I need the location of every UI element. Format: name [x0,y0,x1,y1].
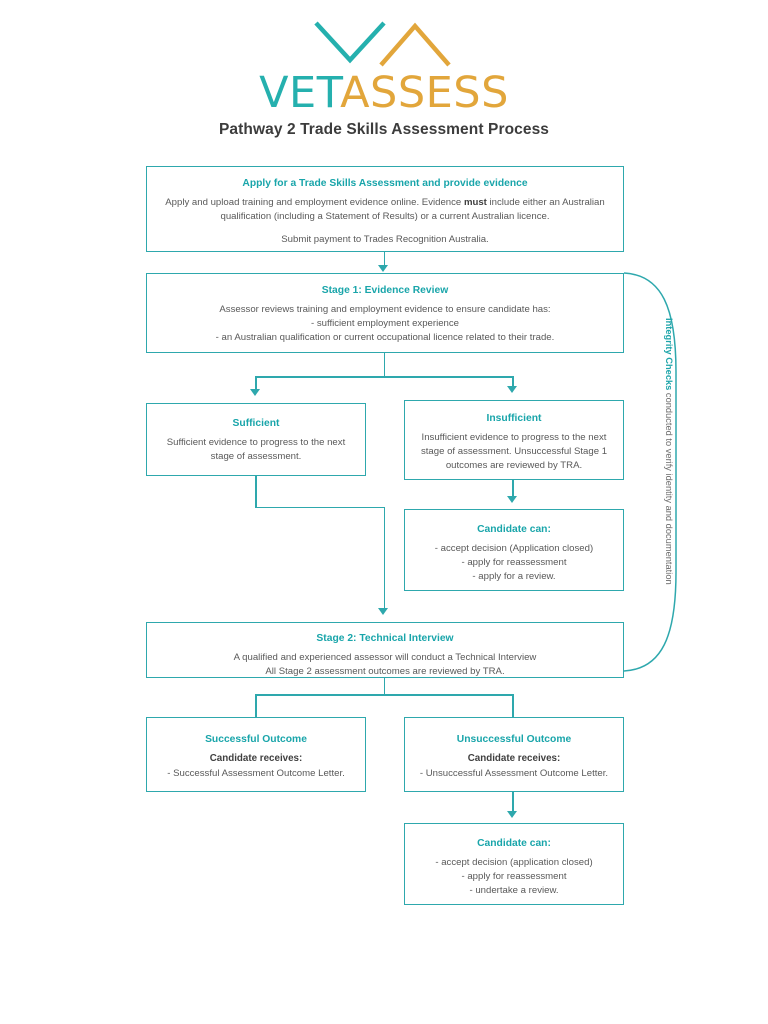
connector-insufficient-down [512,480,514,497]
node-body: - Unsuccessful Assessment Outcome Letter… [419,768,609,780]
node-body: - accept decision (application closed) -… [415,856,613,898]
node-heading: Unsuccessful Outcome [456,734,572,745]
node-insufficient[interactable]: Insufficient Insufficient evidence to pr… [404,400,624,480]
integrity-checks-bracket [623,272,677,672]
node-heading: Successful Outcome [205,734,307,745]
arrow-to-insufficient [507,386,517,393]
connector-sufficient-elbow [255,506,385,508]
node-stage-2-technical-interview[interactable]: Stage 2: Technical Interview A qualified… [146,622,624,678]
node-body: Assessor reviews training and employment… [157,303,613,345]
stage1-line1: Assessor reviews training and employment… [219,304,551,316]
arrow-to-stage2 [378,608,388,615]
logo-word-vet: VET [259,68,341,118]
node-successful-outcome[interactable]: Successful Outcome Candidate receives: -… [146,717,366,792]
apply-line2: Submit payment to Trades Recognition Aus… [281,234,489,246]
node-heading: Stage 2: Technical Interview [316,633,454,644]
node-heading: Sufficient [232,418,280,429]
page-title: Pathway 2 Trade Skills Assessment Proces… [218,121,550,138]
node-body: Sufficient evidence to progress to the n… [166,437,346,463]
stage2-line1: A qualified and experienced assessor wil… [233,652,537,664]
stage1-line2: - sufficient employment experience [310,318,460,330]
chevron-logo-icon [314,21,451,67]
arrow-apply-to-stage1 [378,265,388,272]
connector-sufficient-to-stage2 [383,506,385,610]
connector-split-bar [255,376,513,378]
integrity-title: Integrity Checks [664,318,674,391]
cand1-line1: - accept decision (Application closed) [434,543,594,555]
node-heading: Insufficient [486,413,542,424]
connector-sufficient-down [255,476,257,508]
integrity-subtitle: conducted to verify identity and documen… [664,390,674,585]
connector-unsuccessful-down [512,792,514,812]
connector-apply-to-stage1 [383,252,385,267]
node-heading: Candidate can: [477,838,551,849]
node-apply-for-assessment[interactable]: Apply for a Trade Skills Assessment and … [146,166,624,252]
node-body: Insufficient evidence to progress to the… [420,432,608,472]
connector-stage1-down [383,353,385,377]
node-heading: Candidate can: [477,524,551,535]
node-subheading: Candidate receives: [467,753,561,765]
connector-split2-bar [255,694,513,696]
node-heading: Stage 1: Evidence Review [321,285,449,296]
node-candidate-can-stage1[interactable]: Candidate can: - accept decision (Applic… [404,509,624,591]
node-heading: Apply for a Trade Skills Assessment and … [242,178,528,189]
connector-stage2-down [383,678,385,695]
connector-split2-right [512,694,514,717]
connector-split-left [255,376,257,391]
arrow-to-candidate-can-2 [507,811,517,818]
stage2-line2: All Stage 2 assessment outcomes are revi… [265,666,505,678]
node-body: - accept decision (Application closed) -… [415,542,613,584]
node-body: - Successful Assessment Outcome Letter. [167,768,345,780]
node-sufficient[interactable]: Sufficient Sufficient evidence to progre… [146,403,366,476]
node-candidate-can-stage2[interactable]: Candidate can: - accept decision (applic… [404,823,624,905]
vetassess-logo: VETASSESS [0,18,768,115]
apply-line1-a: Apply and upload training and employment… [165,197,464,209]
node-body: Apply and upload training and employment… [157,196,613,247]
connector-split-right [512,376,514,388]
apply-line1-b: include either an Australian qualificati… [220,197,605,223]
node-stage-1-evidence-review[interactable]: Stage 1: Evidence Review Assessor review… [146,273,624,353]
apply-line1-bold: must [463,197,487,209]
connector-split2-left [255,694,257,717]
logo-wordmark: VETASSESS [0,72,768,115]
arrow-to-candidate-can-1 [507,496,517,503]
integrity-checks-label: Integrity Checks conducted to verify ide… [662,318,688,668]
cand2-line2: - apply for reassessment [461,871,567,883]
cand1-line3: - apply for a review. [472,571,556,583]
node-body: A qualified and experienced assessor wil… [157,651,613,679]
node-unsuccessful-outcome[interactable]: Unsuccessful Outcome Candidate receives:… [404,717,624,792]
cand1-line2: - apply for reassessment [461,557,567,569]
cand2-line1: - accept decision (application closed) [435,857,593,869]
arrow-to-sufficient [250,389,260,396]
logo-word-assess: ASSESS [340,68,509,118]
node-subheading: Candidate receives: [209,753,303,765]
stage1-line3: - an Australian qualification or current… [215,332,555,344]
cand2-line3: - undertake a review. [469,885,559,897]
